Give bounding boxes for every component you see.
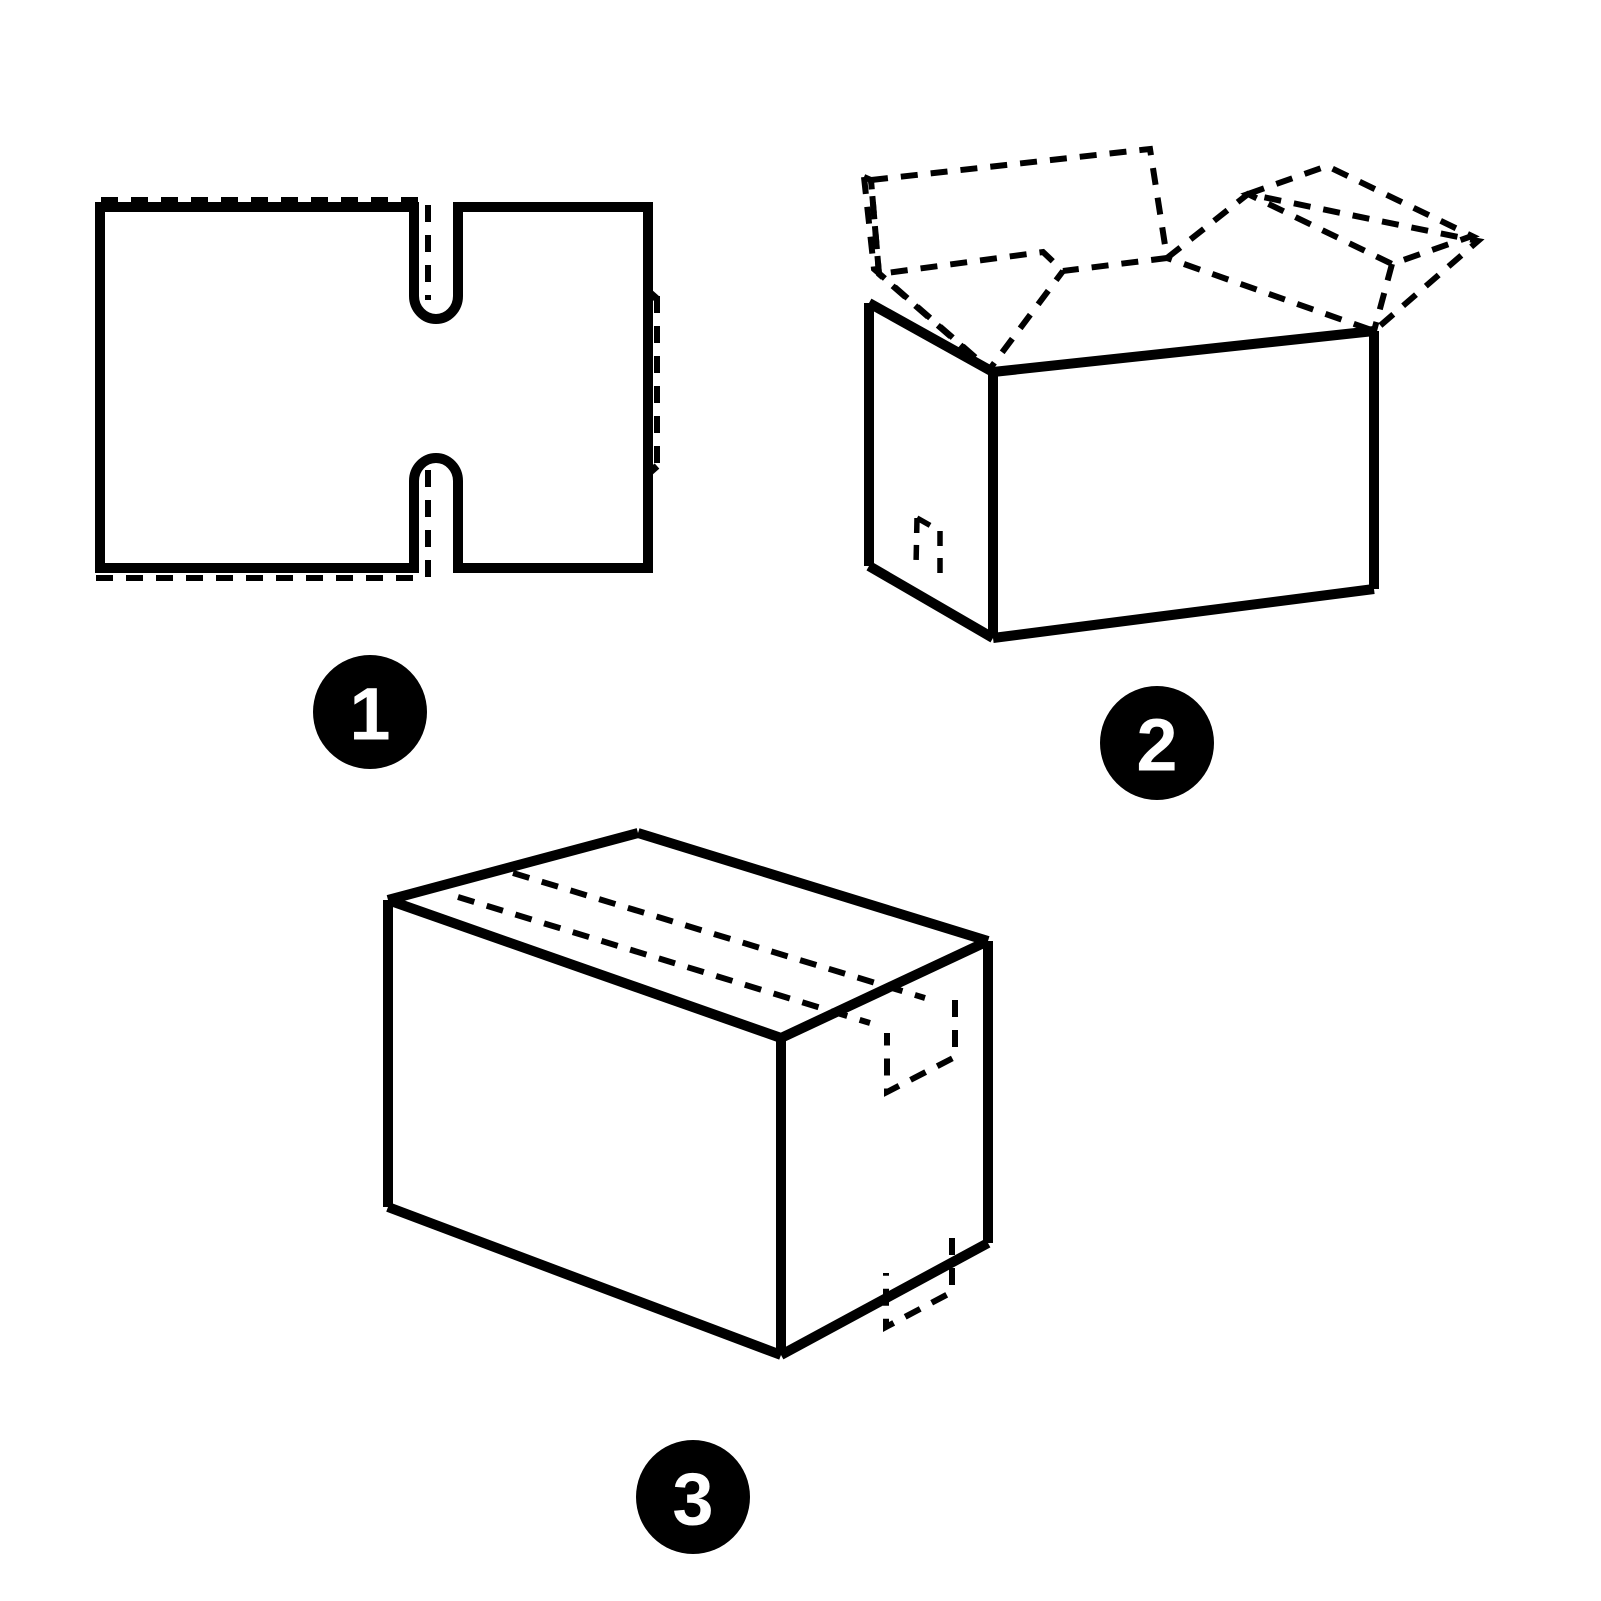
blank-outline <box>95 202 653 573</box>
step-badge-3-circle[interactable] <box>636 1440 750 1554</box>
flap-back-large-dashed <box>867 145 1171 278</box>
flap-upper-right-face-dashed <box>884 1000 958 1097</box>
box-edge-bottom-left <box>866 561 996 643</box>
box3-edge-top-front-left <box>386 895 783 1043</box>
top-seam-line-2-dashed <box>457 894 871 1026</box>
box-edge-left-top <box>866 298 996 377</box>
box-edge-bottom-front <box>992 584 1375 643</box>
box3-edge-top-back-left <box>386 828 640 905</box>
step-badge-1-label: 1 <box>349 673 390 756</box>
box3-edge-top-front-right <box>778 936 991 1043</box>
step-badge-2-label: 2 <box>1136 704 1177 787</box>
flap-left-crease-dashed <box>861 176 993 374</box>
step-1-flat-blank <box>95 197 660 581</box>
step-badge-2-circle[interactable] <box>1100 686 1214 800</box>
flap-right-fold-dashed <box>1371 263 1395 332</box>
flap-right-upper-dashed <box>1240 162 1480 268</box>
step-badge-1-circle[interactable] <box>313 655 427 769</box>
box3-edge-bottom-front <box>386 1202 783 1360</box>
box3-edge-top-back-right <box>636 828 990 946</box>
hand-hole-dashed <box>913 515 943 578</box>
step-3-closed-box <box>383 828 993 1360</box>
step-badge-2[interactable]: 2 <box>1100 686 1214 800</box>
box3-edge-bottom-right <box>778 1238 991 1360</box>
flap-right-lower-dashed <box>1160 190 1485 335</box>
top-seam-line-1-dashed <box>512 870 926 1001</box>
step-badge-3[interactable]: 3 <box>636 1440 750 1554</box>
step-badge-1[interactable]: 1 <box>313 655 427 769</box>
step-badge-3-label: 3 <box>672 1458 713 1541</box>
box-edge-front-top <box>992 326 1375 377</box>
step-2-open-box <box>861 145 1485 643</box>
